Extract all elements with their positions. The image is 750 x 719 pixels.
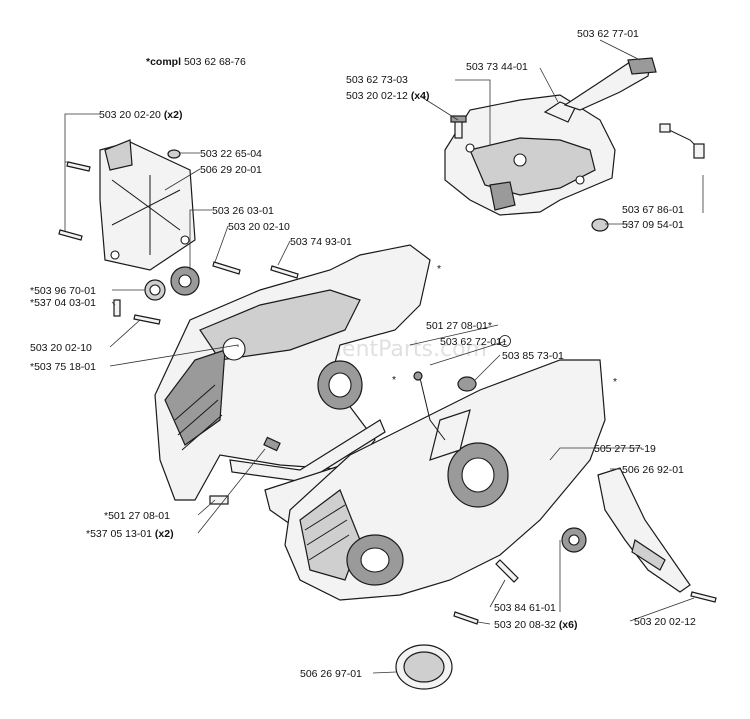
label-503-62-72-01: 503 62 72-01 1 xyxy=(440,335,511,348)
label-537-04-03-01: *537 04 03-01 xyxy=(30,297,96,309)
svg-text:*compl 503 62 68-76: *compl 503 62 68-76 xyxy=(146,56,246,68)
label-503-20-02-12-x4: 503 20 02-12 (x4) xyxy=(346,90,430,102)
label-503-67-86-01: 503 67 86-01 xyxy=(622,204,684,216)
screw-left-a xyxy=(66,161,91,172)
label-503-20-08-32-x6-number: 503 20 08-32 xyxy=(494,619,556,631)
screw-top-housing xyxy=(450,115,467,139)
star-marker-b: * xyxy=(392,374,396,386)
label-503-20-02-20-x2: 503 20 02-20 (x2) xyxy=(99,109,183,121)
sensor-wire-part xyxy=(413,371,446,441)
label-503-20-02-10-lower: 503 20 02-10 xyxy=(30,342,92,354)
label-503-62-77-01: 503 62 77-01 xyxy=(577,28,639,40)
plug-part xyxy=(395,644,453,690)
label-537-05-13-01-x2-qty: (x2) xyxy=(155,528,174,540)
label-503-74-93-01: 503 74 93-01 xyxy=(290,236,352,248)
star-marker-c: * xyxy=(613,376,617,388)
label-503-20-08-32-x6: 503 20 08-32 (x6) xyxy=(494,619,578,631)
screw-mid-a xyxy=(212,261,241,275)
crankcase-right-part xyxy=(284,359,606,601)
nipple-part xyxy=(591,218,609,232)
screw-bottom-b xyxy=(453,611,479,625)
label-503-20-02-12-x4-number: 503 20 02-12 xyxy=(346,90,408,102)
label-503-26-03-01: 503 26 03-01 xyxy=(212,205,274,217)
label-503-85-73-01: 503 85 73-01 xyxy=(502,350,564,362)
hose-part xyxy=(659,123,705,159)
seal-part xyxy=(144,279,166,301)
label-503-20-02-12-x4-qty: (x4) xyxy=(411,90,430,102)
dowel-pin-part xyxy=(263,436,281,452)
label-503-73-44-01: 503 73 44-01 xyxy=(466,61,528,73)
label-501-27-08-01-lower: *501 27 08-01 xyxy=(104,510,170,522)
label-537-09-54-01: 537 09 54-01 xyxy=(622,219,684,231)
label-506-26-92-01: 506 26 92-01 xyxy=(622,464,684,476)
label-503-22-65-04: 503 22 65-04 xyxy=(200,148,262,160)
leader-lines xyxy=(64,39,704,674)
compl-label: *compl 503 62 68-76 xyxy=(146,56,246,68)
label-503-96-70-01: *503 96 70-01 xyxy=(30,285,96,297)
label-537-05-13-01-x2-number: *537 05 13-01 xyxy=(86,528,152,540)
label-503-20-02-10-upper: 503 20 02-10 xyxy=(228,221,290,233)
label-501-27-08-01-star: 501 27 08-01* xyxy=(426,320,492,332)
screw-guard xyxy=(690,591,717,603)
seal-right-part xyxy=(561,527,587,553)
bearing-part xyxy=(170,266,200,296)
screw-left-b xyxy=(58,229,83,241)
grommet-part xyxy=(457,376,477,392)
label-506-29-20-01: 506 29 20-01 xyxy=(200,164,262,176)
star-marker-a: * xyxy=(437,263,441,275)
label-503-20-02-20-x2-number: 503 20 02-20 xyxy=(99,109,161,121)
label-537-05-13-01-x2: *537 05 13-01 (x2) xyxy=(86,528,174,540)
pin-part xyxy=(113,299,121,317)
guard-part xyxy=(597,467,691,593)
dowel-pin-lower xyxy=(209,495,229,505)
label-503-75-18-01: *503 75 18-01 xyxy=(30,361,96,373)
compl-number: 503 62 68-76 xyxy=(184,56,246,68)
label-503-20-02-12: 503 20 02-12 xyxy=(634,616,696,628)
label-503-62-72-01-number: 503 62 72-01 xyxy=(440,336,502,348)
screw-mid-b xyxy=(270,265,299,279)
screw-bottom-a xyxy=(495,559,519,583)
compl-prefix: *compl xyxy=(146,56,181,68)
label-503-62-72-01-mark: 1 xyxy=(502,337,507,347)
label-503-20-02-20-x2-qty: (x2) xyxy=(164,109,183,121)
lever-part xyxy=(563,57,657,111)
cover-plate-part xyxy=(99,139,196,271)
screw-mid-left xyxy=(133,314,161,325)
label-503-62-73-03: 503 62 73-03 xyxy=(346,74,408,86)
washer-part xyxy=(167,149,181,159)
top-housing-part xyxy=(444,94,616,216)
label-503-84-61-01: 503 84 61-01 xyxy=(494,602,556,614)
label-503-20-08-32-x6-qty: (x6) xyxy=(559,619,578,631)
label-506-26-97-01: 506 26 97-01 xyxy=(300,668,362,680)
crankcase-left-part xyxy=(154,244,431,501)
label-505-27-57-19: 505 27 57-19 xyxy=(594,443,656,455)
